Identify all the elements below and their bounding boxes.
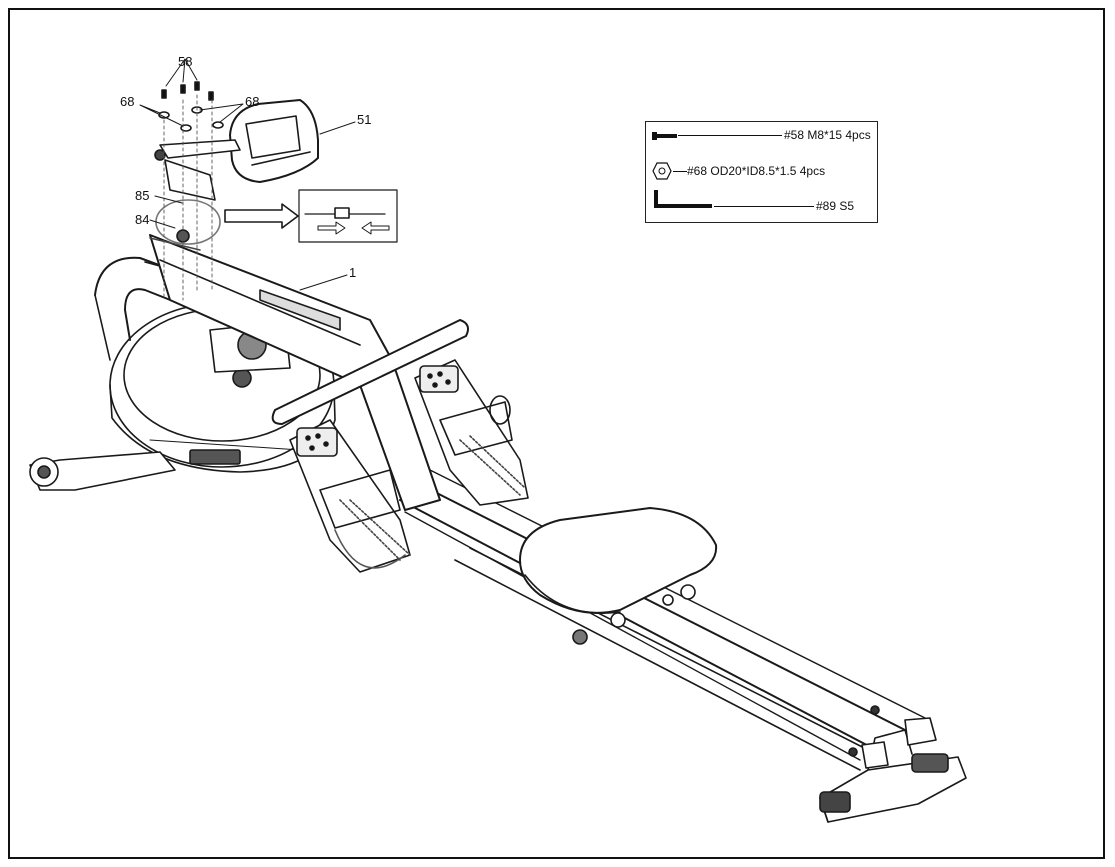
hardware-line [673,171,687,172]
main-beam [149,234,441,511]
hardware-item-allen-key: #89 S5 [816,199,855,213]
hardware-line [714,206,814,207]
washer-icon [652,162,672,180]
detail-inset [224,189,398,243]
screw-icon [161,81,214,101]
hardware-item-washer: #68 OD20*ID8.5*1.5 4pcs [687,164,826,178]
callout-label-washer-left: 68 [120,94,135,109]
callout-label-console: 51 [357,112,372,127]
footrest-left [289,419,411,573]
slide-rail [399,469,937,771]
allen-key-icon [654,190,712,208]
bolt-icon [652,132,677,140]
console-assembly [149,99,319,251]
screws-and-washers [139,58,356,301]
callout-label-washer-right: 68 [245,94,260,109]
hardware-list-box: #58 M8*15 4pcs #68 OD20*ID8.5*1.5 4pcs #… [645,121,878,223]
diagram-frame [8,8,1105,859]
callout-label-bracket: 85 [135,188,150,203]
footrest-right [414,359,529,506]
row-handle [271,319,469,425]
hardware-line [678,135,782,136]
seat [519,507,718,628]
hardware-item-bolt: #58 M8*15 4pcs [784,128,871,142]
callout-label-screw: 58 [178,54,193,69]
callout-label-frame: 1 [349,265,357,280]
callout-label-knob: 84 [135,212,150,227]
front-stabilizer [29,451,176,491]
rear-stabilizer [819,729,967,823]
